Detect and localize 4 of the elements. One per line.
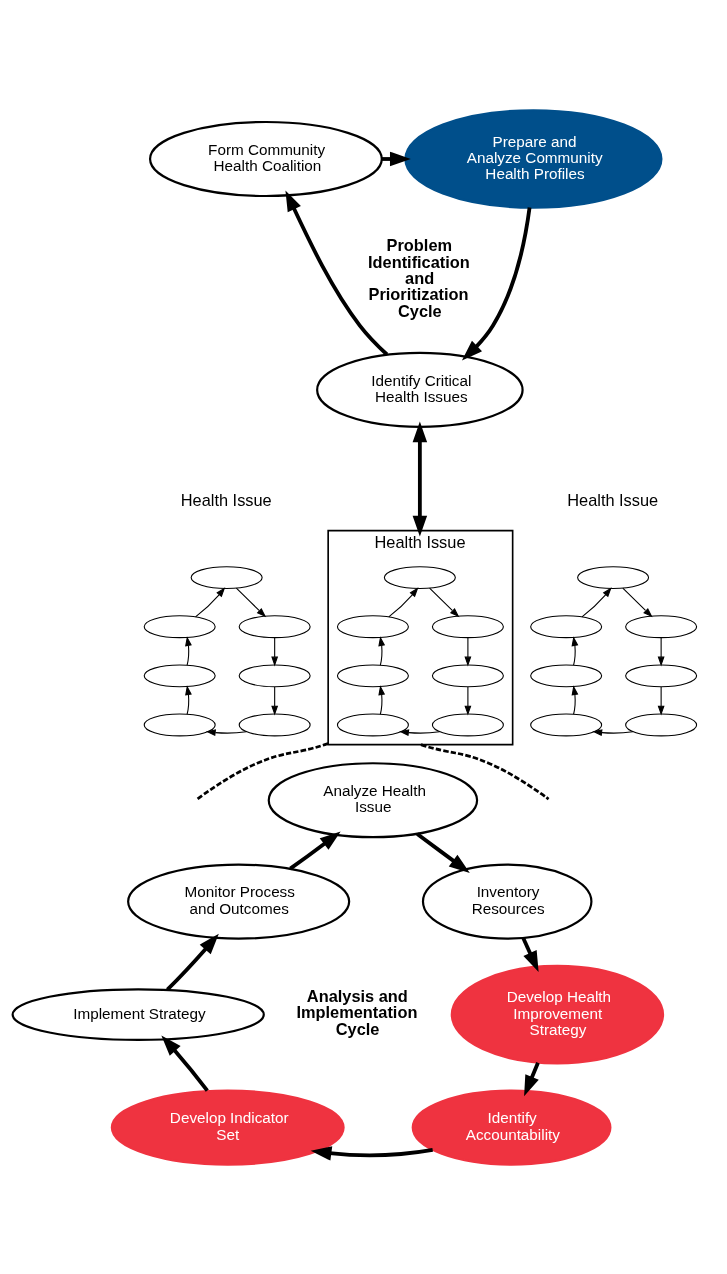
label: Health Issue [567,490,659,509]
label: Problem Identification and Prioritization Cycle [368,235,470,320]
label: Health Issue [180,490,272,509]
label: Analysis and Implementation Cycle [296,986,418,1038]
